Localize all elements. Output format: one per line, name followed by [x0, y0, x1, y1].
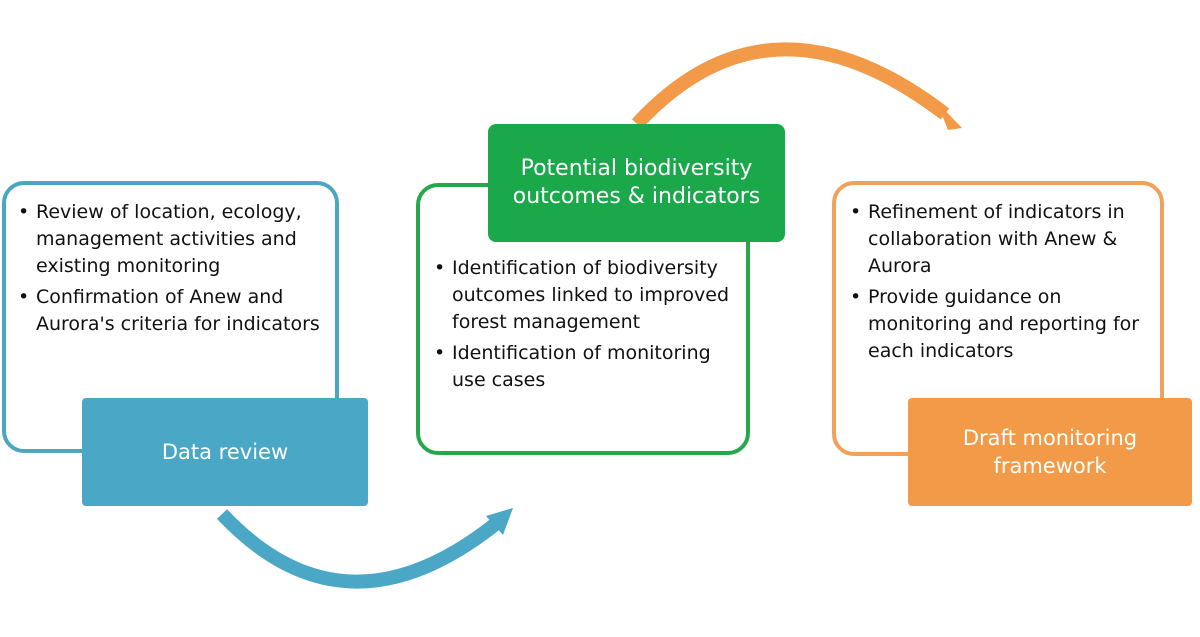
arrow-data-review-to-outcomes: [216, 508, 513, 589]
arrowhead-icon: [486, 508, 513, 535]
bullet-item: Confirmation of Anew and Aurora's criter…: [16, 284, 325, 338]
bullet-item: Identification of biodiversity outcomes …: [432, 255, 736, 336]
bullet-list: Identification of biodiversity outcomes …: [432, 255, 736, 394]
bullet-item: Review of location, ecology, management …: [16, 199, 325, 280]
arrowhead-icon: [937, 102, 962, 130]
stage-box-data-review: Review of location, ecology, management …: [2, 181, 339, 453]
bullet-item: Identification of monitoring use cases: [432, 340, 736, 394]
stage-title-outcomes-indicators: Potential biodiversity outcomes & indica…: [488, 124, 785, 242]
bullet-list: Refinement of indicators in collaboratio…: [848, 199, 1150, 365]
arrow-outcomes-to-framework: [631, 42, 962, 130]
bullet-item: Refinement of indicators in collaboratio…: [848, 199, 1150, 280]
bullet-item: Provide guidance on monitoring and repor…: [848, 284, 1150, 365]
bullet-list: Review of location, ecology, management …: [16, 199, 325, 338]
stage-title-monitoring-framework: Draft monitoring framework: [908, 398, 1192, 506]
stage-title-data-review: Data review: [82, 398, 368, 506]
